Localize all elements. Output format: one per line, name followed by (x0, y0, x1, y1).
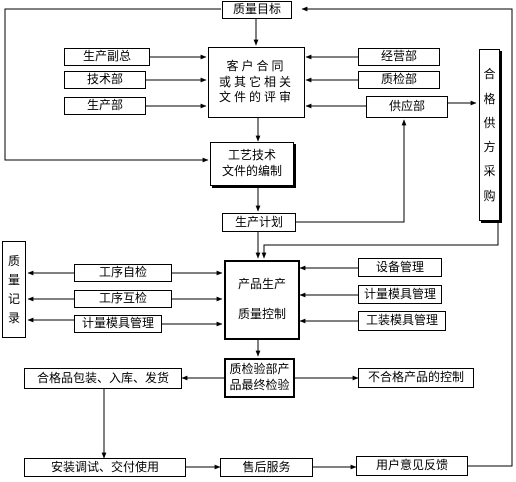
record-char-1: 质 (7, 254, 20, 268)
contract-review-line-1: 客户合同 (226, 59, 287, 74)
plan-to-supply-line (296, 119, 407, 223)
purchase-to-control-line (261, 222, 499, 259)
node-production-deputy: 生产副总 (64, 48, 150, 66)
record-char-4: 录 (7, 311, 20, 325)
node-qualified-supplier-purchase: 合 格 供 方 采 购 (479, 49, 500, 221)
node-mutual-inspection: 工序互检 (74, 290, 172, 308)
process-docs-line-2: 文件的编制 (221, 164, 282, 178)
node-after-sales-service: 售后服务 (220, 458, 313, 477)
record-char-3: 记 (7, 292, 20, 306)
control-line-1: 产品生产 (237, 276, 286, 291)
purchase-char-1: 合 (483, 67, 496, 82)
control-line-2: 质量控制 (237, 307, 286, 322)
purchase-char-5: 采 (483, 164, 496, 179)
node-production-dept: 生产部 (64, 97, 146, 115)
node-packing-shipping: 合格品包装、入库、发货 (24, 368, 182, 389)
node-business-dept: 经营部 (358, 48, 440, 66)
node-quality-record: 质 量 记 录 (2, 241, 26, 338)
purchase-char-3: 供 (483, 115, 496, 130)
record-char-2: 量 (7, 273, 20, 287)
node-tooling-management: 工装模具管理 (358, 311, 446, 331)
node-installation-delivery: 安装调试、交付使用 (24, 458, 186, 477)
node-user-feedback: 用户意见反馈 (356, 456, 468, 476)
contract-review-line-2: 或其它相关 (218, 74, 294, 89)
node-gauge-management-right: 计量模具管理 (358, 285, 442, 304)
node-self-inspection: 工序自检 (74, 264, 172, 282)
node-quality-goal: 质量目标 (222, 1, 292, 19)
purchase-char-2: 格 (483, 91, 496, 106)
node-final-inspection: 质检验部产 品最终检验 (224, 358, 295, 398)
feedback-loop-line (301, 6, 513, 467)
inspection-line-1: 质检验部产 (229, 362, 290, 377)
node-contract-review: 客户合同 或其它相关 文件的评审 (208, 47, 305, 118)
process-docs-line-1: 工艺技术 (227, 148, 276, 163)
node-technical-dept: 技术部 (64, 71, 146, 89)
goal-to-process-line (4, 8, 221, 163)
node-process-docs: 工艺技术 文件的编制 (210, 142, 294, 186)
node-equipment-management: 设备管理 (358, 258, 442, 277)
node-nonconforming-control: 不合格产品的控制 (358, 368, 474, 388)
node-production-plan: 生产计划 (222, 213, 296, 232)
node-supply-dept: 供应部 (366, 96, 448, 118)
contract-review-line-3: 文件的评审 (218, 90, 294, 105)
inspection-line-2: 品最终检验 (229, 378, 290, 392)
purchase-char-6: 购 (483, 188, 496, 203)
node-production-quality-control: 产品生产 质量控制 (224, 260, 300, 340)
node-gauge-management-left: 计量模具管理 (74, 315, 162, 333)
node-qc-dept: 质检部 (358, 71, 440, 89)
purchase-char-4: 方 (483, 140, 496, 155)
